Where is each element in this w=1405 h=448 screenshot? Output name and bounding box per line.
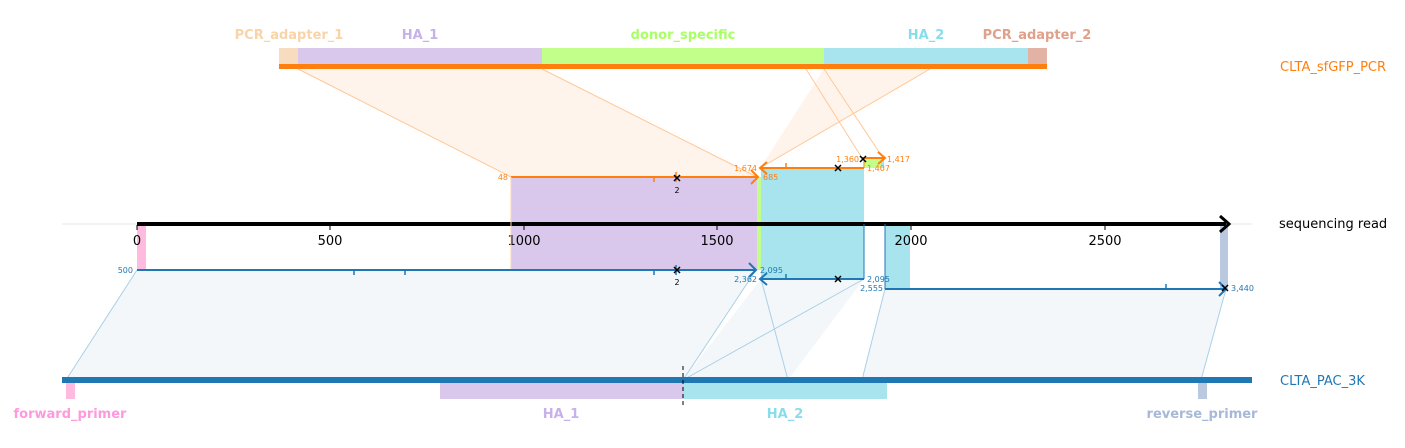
top-feature-label-ha2: HA_2 xyxy=(908,28,945,43)
top-feature-label-pcr-adapter-1: PCR_adapter_1 xyxy=(235,28,344,43)
alignment-markers xyxy=(673,155,1229,292)
bottom-alignments xyxy=(137,224,1228,297)
bottom-indel-x-icon xyxy=(834,275,842,283)
bottom-label-2362: 2,362 xyxy=(734,275,757,284)
top-label-2: 2 xyxy=(674,186,679,195)
read-arrow-icon xyxy=(1219,214,1232,234)
bottom-alignment-labels: 500 2 2,095 2,362 2,095 2,555 3,440 xyxy=(118,266,1254,293)
projection-donor-specific xyxy=(864,158,881,168)
bottom-feature-label-reverse-primer: reverse_primer xyxy=(1147,407,1259,422)
top-alignment-labels: 48 685 2 1,674 1,360 1,407 1,417 xyxy=(498,155,910,195)
bottom-connector-edge xyxy=(861,288,886,381)
bottom-label-2095-b: 2,095 xyxy=(867,275,890,284)
top-reference-line xyxy=(279,64,1047,69)
top-indel-x-icon xyxy=(834,164,842,172)
top-connector-edge xyxy=(759,68,931,169)
top-reference-name: CLTA_sfGFP_PCR xyxy=(1280,60,1386,75)
axis-tick-label: 500 xyxy=(318,234,343,249)
top-label-48: 48 xyxy=(498,173,508,182)
top-label-1360: 1,360 xyxy=(836,155,859,164)
top-label-1417: 1,417 xyxy=(887,155,910,164)
top-alignment-connectors xyxy=(297,68,931,178)
bottom-reference-line xyxy=(62,377,1252,383)
top-label-1674: 1,674 xyxy=(734,164,757,173)
top-alignment-3-arrow-icon xyxy=(877,151,887,165)
axis-tick-label: 1500 xyxy=(700,234,733,249)
top-indel-x-icon xyxy=(673,174,681,182)
top-connector-edge xyxy=(541,68,758,178)
top-feature-label-pcr-adapter-2: PCR_adapter_2 xyxy=(983,28,1092,43)
top-feature-pcr-adapter-2-block xyxy=(1028,48,1047,66)
top-connector-fill-1 xyxy=(298,69,757,177)
bottom-connector-edge xyxy=(65,269,138,381)
bottom-connector-fill-1 xyxy=(66,270,756,380)
bottom-connector-edge xyxy=(682,269,757,381)
bottom-feature-label-ha1: HA_1 xyxy=(543,407,580,422)
axis-tick-label: 2500 xyxy=(1088,234,1121,249)
bottom-feature-reverse-primer-block xyxy=(1198,380,1207,399)
bottom-connector-edge xyxy=(682,278,865,381)
axis-tick-label: 1000 xyxy=(507,234,540,249)
projection-forward-primer xyxy=(137,224,146,270)
bottom-reference-name: CLTA_PAC_3K xyxy=(1280,374,1365,389)
top-feature-donor-specific-block xyxy=(542,48,824,66)
bottom-feature-label-ha2: HA_2 xyxy=(767,407,804,422)
top-feature-ha1-block xyxy=(298,48,542,66)
bottom-alignment-2-arrow-icon xyxy=(758,272,768,286)
top-feature-label-ha1: HA_1 xyxy=(402,28,439,43)
projection-ha2-right xyxy=(885,224,910,289)
bottom-label-2095-a: 2,095 xyxy=(760,266,783,275)
top-feature-pcr-adapter-1-block xyxy=(279,48,298,66)
top-feature-label-donor-specific: donor_specific xyxy=(631,28,736,43)
top-alignment-2-arrow-icon xyxy=(758,161,768,175)
axis-tick-label: 2000 xyxy=(894,234,927,249)
bottom-feature-forward-primer-block xyxy=(66,380,75,399)
read-axis: sequencing read 0 500 1000 1500 2000 250… xyxy=(62,214,1387,249)
bottom-reference: forward_primer HA_1 HA_2 reverse_primer … xyxy=(14,366,1365,422)
bottom-connector-edge xyxy=(1200,288,1227,381)
top-label-1407: 1,407 xyxy=(867,164,890,173)
bottom-label-500: 500 xyxy=(118,266,133,275)
bottom-indel-x-icon xyxy=(1221,284,1229,292)
top-connector-edge xyxy=(805,68,863,159)
top-label-685: 685 xyxy=(763,173,778,182)
axis-tick-label: 0 xyxy=(133,234,141,249)
bottom-feature-label-forward-primer: forward_primer xyxy=(14,407,128,422)
bottom-alignment-1-arrow-icon xyxy=(748,262,758,278)
bottom-alignment-connectors xyxy=(65,269,1227,381)
top-alignments xyxy=(510,151,887,270)
bottom-label-3440: 3,440 xyxy=(1231,284,1254,293)
bottom-label-2: 2 xyxy=(674,278,679,287)
top-connector-edge xyxy=(823,68,884,159)
projection-ha2-sliver xyxy=(881,158,884,168)
bottom-feature-ha1-block xyxy=(440,380,683,399)
projection-reverse-primer xyxy=(1220,224,1228,289)
bottom-feature-ha2-block xyxy=(683,380,887,399)
top-reference: PCR_adapter_1 HA_1 donor_specific HA_2 P… xyxy=(235,28,1386,75)
top-indel-x-icon xyxy=(859,155,867,163)
bottom-indel-x-icon xyxy=(673,266,681,274)
top-alignment-1-arrow-icon xyxy=(750,169,760,185)
top-feature-ha2-block xyxy=(824,48,1028,66)
read-label: sequencing read xyxy=(1279,217,1387,232)
top-connector-edge xyxy=(297,68,512,178)
bottom-connector-fill-3 xyxy=(862,289,1226,380)
bottom-label-2555: 2,555 xyxy=(860,284,883,293)
